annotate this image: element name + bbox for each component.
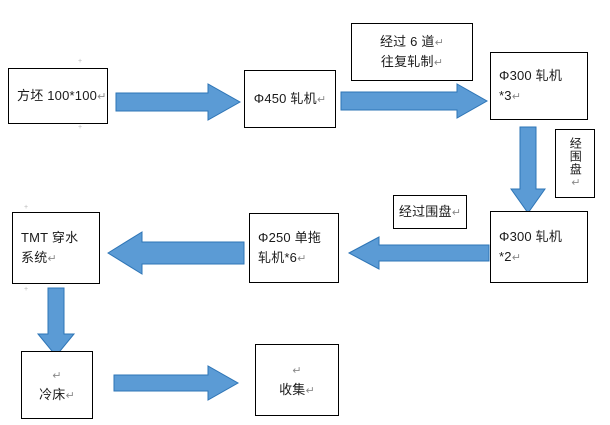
mill-450-line-1: Φ450 轧机↵ bbox=[253, 90, 327, 106]
arrow-mill250-to-tmt bbox=[107, 231, 245, 275]
arrow-billet-to-mill450 bbox=[115, 83, 242, 121]
mill-300-x3-box[interactable]: Φ300 轧机 *3↵ bbox=[490, 52, 588, 120]
mill-300-x2-box[interactable]: Φ300 轧机 *2↵ bbox=[490, 211, 588, 283]
mill-250-line-2: 轧机*6↵ bbox=[258, 250, 307, 265]
cooling-bed-line-1: 冷床↵ bbox=[39, 387, 75, 402]
paragraph-mark: ↵ bbox=[434, 36, 445, 49]
mill-250-single-drive-box[interactable]: Φ250 单拖 轧机*6↵ bbox=[249, 213, 339, 283]
arrow-mill300x2-to-mill250 bbox=[347, 236, 490, 270]
mill-300-x2-line-2: *2↵ bbox=[499, 249, 522, 264]
billet-box[interactable]: 方坯 100*100↵ bbox=[8, 68, 108, 124]
arrow-tmt-to-cooling-bed bbox=[36, 287, 76, 357]
mill-300-x3-line-2: *3↵ bbox=[499, 88, 522, 103]
loop-pass-vertical-box[interactable]: 经围盘↵ bbox=[555, 129, 595, 198]
paragraph-mark: ↵ bbox=[433, 57, 444, 69]
collection-box[interactable]: ↵ 收集↵ bbox=[255, 344, 339, 416]
crop-mark: + bbox=[78, 58, 83, 65]
six-pass-line-2: 往复轧制↵ bbox=[380, 54, 444, 69]
mill-300-x2-line-1: Φ300 轧机 bbox=[499, 228, 563, 244]
paragraph-mark: ↵ bbox=[511, 91, 522, 103]
collection-line-blank: ↵ bbox=[292, 364, 302, 377]
six-pass-line-1: 经过 6 道↵ bbox=[379, 33, 445, 49]
paragraph-mark: ↵ bbox=[297, 253, 307, 265]
crop-mark: + bbox=[24, 286, 29, 293]
arrow-cooling-bed-to-collection bbox=[113, 365, 240, 401]
paragraph-mark: ↵ bbox=[47, 253, 57, 265]
cooling-bed-line-blank: ↵ bbox=[52, 369, 62, 382]
six-pass-note-box[interactable]: 经过 6 道↵ 往复轧制↵ bbox=[351, 23, 473, 81]
paragraph-mark: ↵ bbox=[451, 206, 462, 219]
loop-pass-vertical-line-1: 经围盘↵ bbox=[568, 137, 583, 190]
tmt-line-2: 系统↵ bbox=[21, 250, 57, 265]
paragraph-mark: ↵ bbox=[316, 93, 327, 106]
crop-mark: + bbox=[24, 204, 29, 211]
loop-pass-note-line-1: 经过围盘↵ bbox=[398, 203, 462, 219]
paragraph-mark: ↵ bbox=[305, 385, 315, 397]
paragraph-mark: ↵ bbox=[65, 390, 75, 402]
crop-mark: + bbox=[78, 124, 83, 131]
mill-250-line-1: Φ250 单拖 bbox=[258, 229, 322, 245]
tmt-line-1: TMT 穿水 bbox=[21, 229, 79, 245]
loop-pass-note-box[interactable]: 经过围盘↵ bbox=[393, 195, 467, 229]
paragraph-mark: ↵ bbox=[97, 90, 107, 103]
paragraph-mark: ↵ bbox=[511, 252, 522, 264]
mill-450-box[interactable]: Φ450 轧机↵ bbox=[244, 70, 336, 128]
tmt-water-cooling-box[interactable]: TMT 穿水 系统↵ bbox=[12, 212, 100, 284]
cooling-bed-box[interactable]: ↵ 冷床↵ bbox=[21, 351, 93, 419]
paragraph-mark: ↵ bbox=[569, 176, 582, 190]
billet-line-1: 方坯 100*100↵ bbox=[17, 87, 107, 103]
collection-line-1: 收集↵ bbox=[279, 382, 315, 397]
mill-300-x3-line-1: Φ300 轧机 bbox=[499, 67, 563, 83]
arrow-mill450-to-mill300x3 bbox=[340, 83, 489, 119]
arrow-mill300x3-to-mill300x2 bbox=[510, 126, 546, 214]
